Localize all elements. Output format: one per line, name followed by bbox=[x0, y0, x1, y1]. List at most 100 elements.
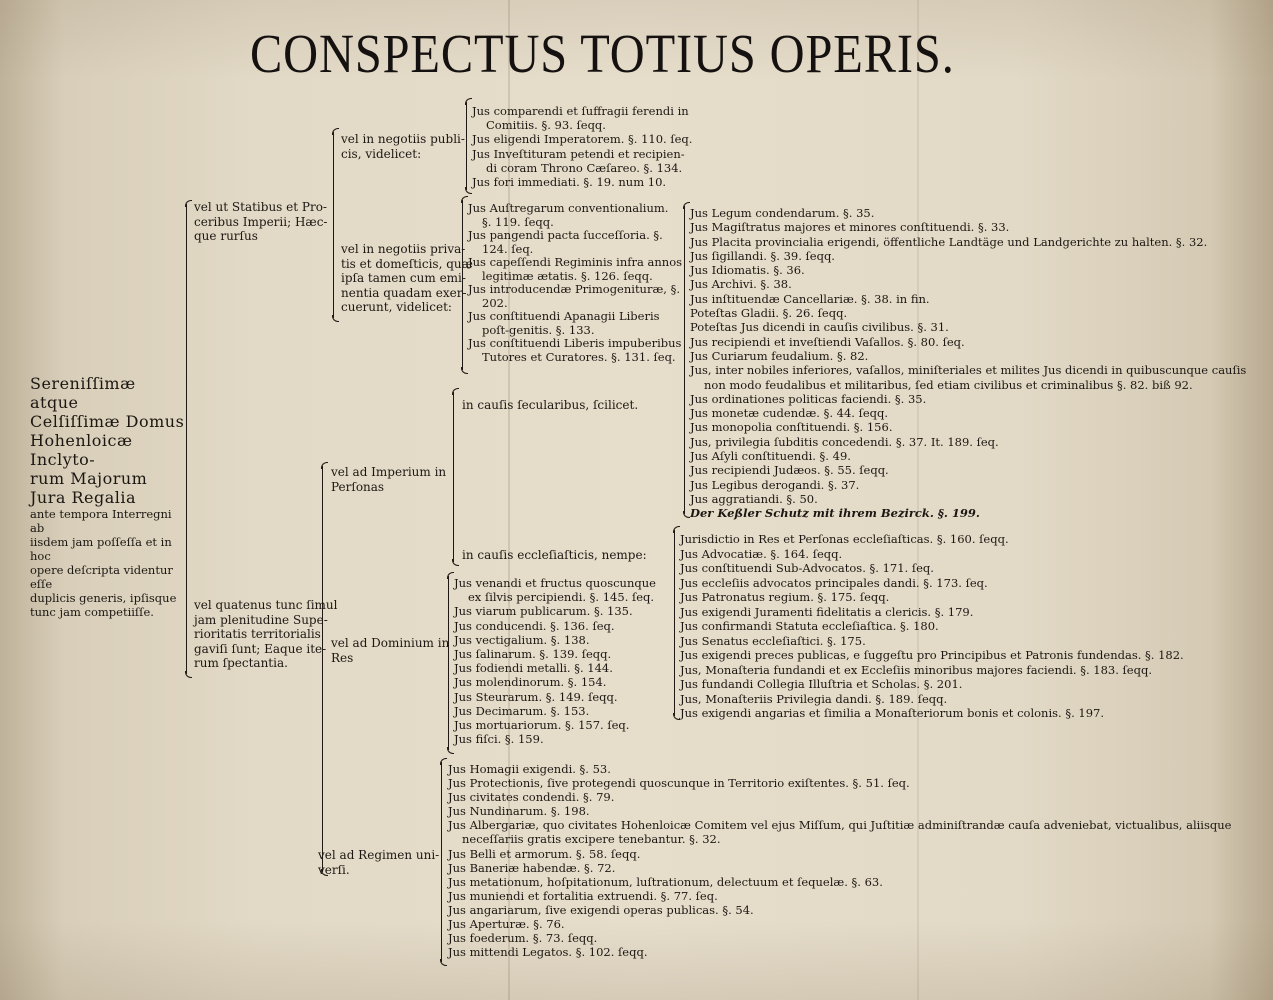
list-item: Jus viarum publicarum. §. 135. bbox=[454, 604, 633, 619]
category-line: Res bbox=[331, 650, 354, 665]
list-item: Jus fori immediati. §. 19. num 10. bbox=[472, 175, 667, 190]
list-item: 202. bbox=[482, 295, 508, 310]
list-item: Jus Decimarum. §. 153. bbox=[454, 703, 590, 718]
category-line: ipſa tamen cum emi- bbox=[341, 271, 466, 285]
list-item: Poteſtas Gladii. §. 26. ſeqq. bbox=[690, 306, 848, 321]
root-line: Sereniſſimæ atque bbox=[30, 374, 136, 412]
category-line: jam plenitudine Supe- bbox=[194, 612, 328, 627]
list-item: Jus metationum, hoſpitationum, luſtratio… bbox=[448, 874, 883, 889]
list-item: di coram Throno Cæſareo. §. 134. bbox=[486, 160, 683, 175]
list-item: Jus Protectionis, ſive protegendi quoscu… bbox=[448, 776, 910, 791]
list-item: Jus angariarum, ſive exigendi operas pub… bbox=[448, 902, 754, 917]
category-line: cis, videlicet: bbox=[341, 146, 422, 161]
list-item: Jus, inter nobiles inferiores, vaſallos,… bbox=[690, 363, 1247, 378]
list-item: Jus Placita provincialia erigendi, öffen… bbox=[690, 234, 1208, 249]
list-item: Jus Legibus derogandi. §. 37. bbox=[690, 477, 860, 492]
list-item: Jus exigendi angarias et ſimilia a Monaſ… bbox=[680, 706, 1105, 720]
list-item: Jus vectigalium. §. 138. bbox=[454, 632, 590, 647]
list-item: Jus civitates condendi. §. 79. bbox=[448, 790, 615, 805]
brace-list-publicis bbox=[465, 98, 473, 194]
category-regimen: vel ad Regimen uni- verſi. bbox=[318, 848, 439, 877]
category-line: Perſonas bbox=[331, 479, 385, 494]
root-line: Celſiſſimæ Domus bbox=[30, 412, 185, 431]
list-item: Der Keßler Schutz mit ihrem Bezirck. §. … bbox=[690, 506, 980, 521]
category-line: rioritatis territorialis bbox=[194, 627, 321, 641]
list-item: Jus Legum condendarum. §. 35. bbox=[690, 206, 875, 220]
list-item: Jus fundandi Collegia Illuſtria et Schol… bbox=[680, 677, 963, 691]
category-line: gaviſi ſunt; Eaque ite- bbox=[194, 641, 327, 656]
list-item: Tutores et Curatores. §. 131. ſeq. bbox=[482, 349, 676, 364]
list-regimen: Jus Homagii exigendi. §. 53.Jus Protecti… bbox=[448, 762, 1231, 959]
root-heading: Sereniſſimæ atque Celſiſſimæ Domus Hohen… bbox=[30, 374, 185, 619]
list-item: Jus Homagii exigendi. §. 53. bbox=[448, 762, 611, 776]
category-line: que rurſus bbox=[194, 229, 258, 243]
list-item: Jus ordinationes politicas faciendi. §. … bbox=[690, 391, 927, 406]
list-item: Jus fodiendi metalli. §. 144. bbox=[454, 661, 613, 676]
list-item: Jus, Monaſteriis Privilegia dandi. §. 18… bbox=[680, 691, 948, 706]
list-item: Jus Albergariæ, quo civitates Hohenloicæ… bbox=[448, 818, 1232, 833]
category-line: vel ad Regimen uni- bbox=[318, 848, 440, 862]
root-line: opere deſcripta videntur eſſe bbox=[30, 563, 173, 591]
list-item: Jus Curiarum feudalium. §. 82. bbox=[690, 348, 869, 363]
root-line: Hohenloicæ Inclyto- bbox=[30, 431, 133, 469]
list-item: Jus Senatus eccleſiaſtici. §. 175. bbox=[680, 633, 866, 648]
category-line: tis et domeſticis, quæ bbox=[341, 256, 473, 271]
list-item: legitimæ ætatis. §. 126. ſeqq. bbox=[482, 268, 653, 283]
list-item: Jus Auſtregarum conventionalium. bbox=[468, 201, 669, 215]
brace-list-secularia bbox=[683, 202, 691, 518]
list-item: Jus confirmandi Statuta eccleſiaſtica. §… bbox=[680, 619, 939, 633]
list-item: Jus comparendi et ſuffragii ferendi in bbox=[472, 104, 689, 118]
list-item: 124. ſeq. bbox=[482, 241, 534, 256]
list-item: Jus conducendi. §. 136. ſeq. bbox=[454, 618, 615, 633]
category-line: ceribus Imperii; Hæc- bbox=[194, 214, 328, 229]
list-item: Jus Idiomatis. §. 36. bbox=[690, 263, 805, 278]
category-privatis: vel in negotiis priva- tis et domeſticis… bbox=[341, 242, 473, 315]
list-item: Jus conſtituendi Apanagii Liberis bbox=[468, 309, 660, 323]
root-line: tunc jam competiiſſe. bbox=[30, 605, 154, 619]
list-item: Jus, privilegia ſubditis concedendi. §. … bbox=[690, 434, 999, 449]
category-line: nentia quadam exer- bbox=[341, 285, 467, 300]
list-secularia: Jus Legum condendarum. §. 35.Jus Magiſtr… bbox=[690, 206, 1246, 521]
list-item: poſt-genitis. §. 133. bbox=[482, 322, 595, 337]
list-item: ex ſilvis percipiendi. §. 145. ſeq. bbox=[468, 590, 655, 605]
list-item: Comitiis. §. 93. ſeqq. bbox=[486, 118, 606, 133]
list-item: Jus Inveſtituram petendi et recipien- bbox=[472, 146, 685, 161]
list-item: Jus aggratiandi. §. 50. bbox=[690, 491, 818, 506]
list-item: Jus inſtituendæ Cancellariæ. §. 38. in f… bbox=[690, 291, 930, 306]
list-ecclesiastica: Jurisdictio in Res et Perſonas eccleſiaſ… bbox=[680, 532, 1184, 721]
list-item: Jus Aperturæ. §. 76. bbox=[448, 917, 565, 932]
category-line: vel ad Imperium in bbox=[331, 465, 447, 479]
category-res: vel ad Dominium in Res bbox=[331, 636, 449, 665]
brace-list-ecclesiastica bbox=[673, 526, 681, 720]
category-secularibus: in cauſis ſecularibus, ſcilicet. bbox=[462, 398, 639, 412]
category-line: verſi. bbox=[318, 862, 350, 877]
list-item: Jus exigendi Juramenti fidelitatis a cle… bbox=[680, 604, 974, 619]
category-line: vel ut Statibus et Pro- bbox=[194, 200, 327, 214]
list-item: Jus muniendi et fortalitia extruendi. §.… bbox=[448, 888, 718, 903]
list-item: neceſſariis gratis excipere tenebantur. … bbox=[462, 832, 721, 847]
list-item: Jus recipiendi et inveſtiendi Vaſallos. … bbox=[690, 334, 965, 349]
page-title: CONSPECTUS TOTIUS OPERIS. bbox=[250, 23, 955, 84]
list-item: Jus monopolia conſtituendi. §. 156. bbox=[690, 420, 893, 435]
list-item: Jus Baneriæ habendæ. §. 72. bbox=[448, 860, 616, 875]
list-item: Jus Magiſtratus majores et minores conſt… bbox=[690, 220, 1010, 235]
brace-list-privatis bbox=[461, 196, 469, 374]
paper-fold bbox=[917, 0, 919, 1000]
list-item: non modo feudalibus et militaribus, ſed … bbox=[704, 377, 1193, 392]
category-line: vel in negotiis publi- bbox=[341, 132, 465, 146]
list-item: Jus molendinorum. §. 154. bbox=[454, 675, 607, 690]
category-line: vel ad Dominium in bbox=[331, 636, 450, 650]
brace-statibus bbox=[332, 128, 340, 322]
list-item: Poteſtas Jus dicendi in cauſis civilibus… bbox=[690, 320, 949, 335]
list-item: Jus capeſſendi Regiminis infra annos bbox=[468, 255, 683, 269]
category-personas: vel ad Imperium in Perſonas bbox=[331, 465, 446, 494]
list-item: Jus conſtituendi Sub-Advocatos. §. 171. … bbox=[680, 561, 934, 575]
list-item: Jus, Monaſteria fundandi et ex Eccleſiis… bbox=[680, 662, 1152, 677]
list-privatis: Jus Auſtregarum conventionalium.§. 119. … bbox=[468, 201, 683, 364]
list-item: §. 119. ſeqq. bbox=[482, 214, 554, 229]
root-line: Jura Regalia bbox=[30, 488, 137, 507]
list-item: Jus Aſyli conſtituendi. §. 49. bbox=[690, 449, 851, 464]
list-item: Jus Archivi. §. 38. bbox=[690, 277, 792, 292]
brace-level1 bbox=[185, 200, 193, 678]
